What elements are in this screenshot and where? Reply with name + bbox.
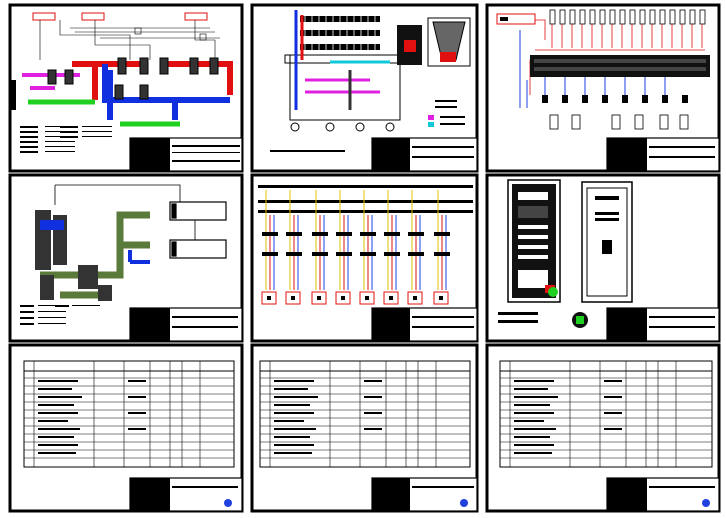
detail-tank: [397, 17, 471, 67]
connection-lines: [54, 184, 196, 240]
top-terminals: [549, 9, 706, 25]
title-block-2: [371, 137, 478, 172]
output-devices: [542, 95, 688, 103]
sheet-8-equipment-table[interactable]: [250, 343, 479, 513]
note-line: [270, 150, 345, 152]
legend-4: [20, 305, 100, 325]
cabinet-right: [581, 181, 633, 303]
title-block-9: [606, 477, 720, 512]
tanks: [169, 201, 227, 259]
pipe-red: [72, 61, 233, 100]
panel-legend: [428, 100, 465, 127]
breakers: [262, 232, 450, 256]
lower-terminals: [549, 114, 689, 130]
title-block-8: [371, 477, 478, 512]
title-block-7: [129, 477, 243, 512]
title-block-5: [371, 307, 478, 342]
title-block-1: [129, 137, 243, 172]
sheet-9-equipment-table[interactable]: [485, 343, 721, 513]
title-block-4: [129, 307, 243, 342]
cabinet-left: [507, 179, 561, 303]
sheet-2-panel-layout[interactable]: [250, 3, 479, 173]
sheet-7-equipment-table[interactable]: [8, 343, 244, 513]
pipe-green: [28, 99, 180, 127]
pipe-blue-3d: [128, 250, 150, 264]
sheet-6-cabinet[interactable]: [485, 173, 721, 343]
sheet-1-piping-schematic[interactable]: [8, 3, 244, 173]
title-block-6: [606, 307, 720, 342]
bottom-circles: [290, 122, 395, 132]
wiring-blue: [519, 30, 666, 108]
legend: [20, 126, 112, 153]
foot-detail: [498, 312, 588, 328]
pump-cluster: [35, 210, 112, 301]
equipment-pumps: [47, 57, 219, 100]
control-lines: [39, 20, 220, 60]
sheet-3-control-wiring[interactable]: [485, 3, 721, 173]
motor-symbols: [267, 296, 443, 300]
pipe-blue: [102, 64, 230, 120]
top-boxes: [32, 12, 208, 21]
plc-rack: [530, 55, 710, 77]
panel-pipes: [294, 10, 390, 110]
sheet-5-single-line[interactable]: [250, 173, 479, 343]
sheet-4-piping-3d[interactable]: [8, 173, 244, 343]
title-block-3: [606, 137, 720, 172]
bus-bars: [258, 185, 473, 213]
